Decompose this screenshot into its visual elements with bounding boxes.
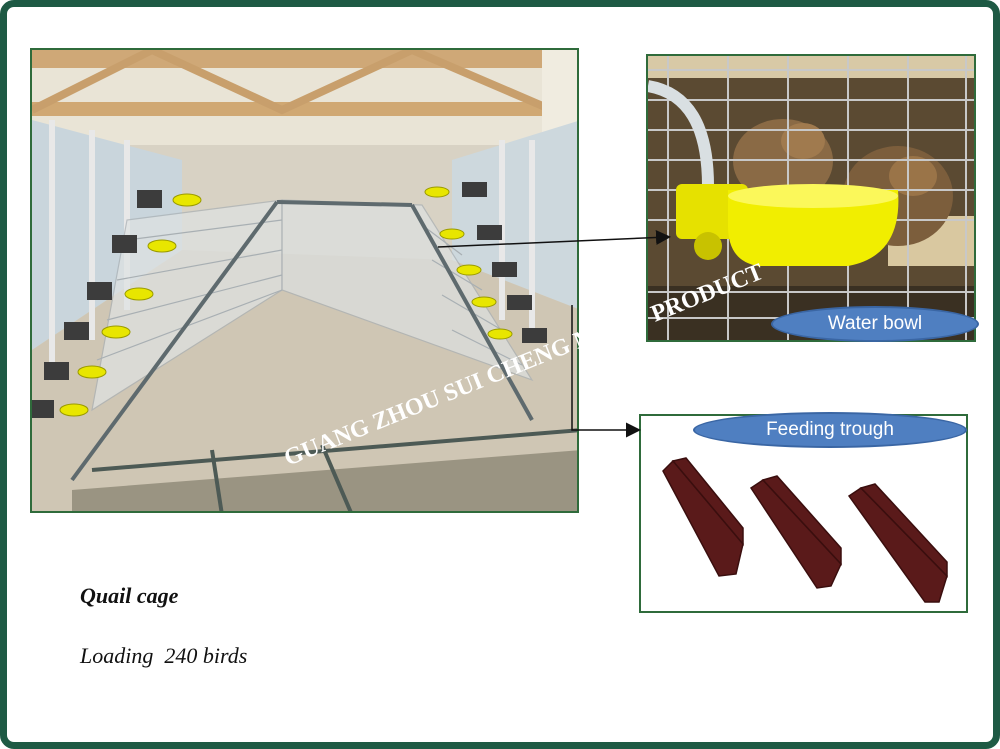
feeding-trough-callout: Feeding trough [693,412,967,448]
caption-title: Quail cage [80,583,179,608]
quail-cage-photo [30,48,579,513]
caption-subtitle: Loading 240 birds [80,643,248,668]
water-bowl-callout: Water bowl [771,306,979,342]
water-bowl-photo [646,54,976,342]
